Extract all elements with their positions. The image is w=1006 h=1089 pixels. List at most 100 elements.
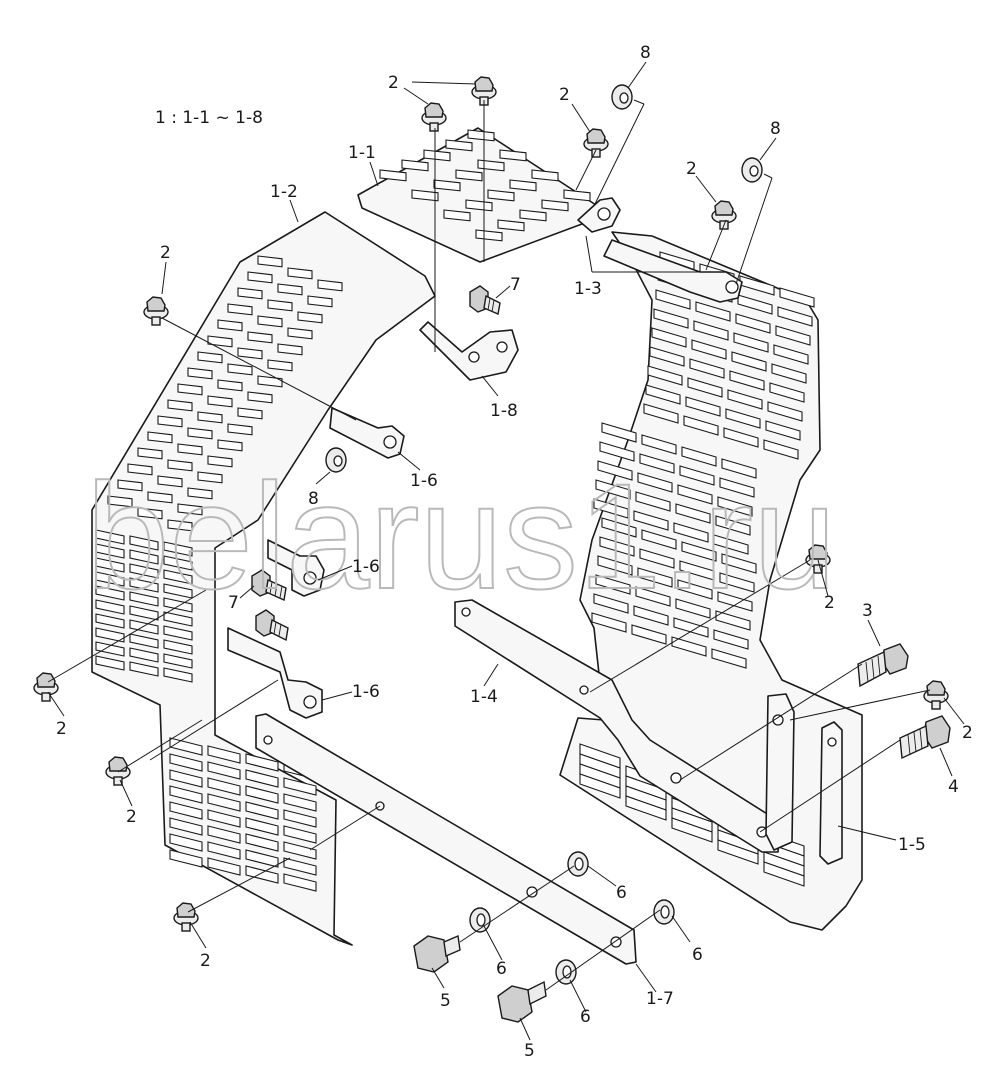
vent-slot	[695, 301, 731, 322]
vent-slot	[655, 289, 691, 310]
vent-slot	[237, 287, 263, 300]
hinge-1-6-upper	[329, 407, 405, 459]
vent-slot	[207, 793, 241, 812]
vent-slot	[601, 517, 637, 538]
washer	[653, 899, 675, 925]
vent-slot	[217, 439, 243, 452]
vent-slot	[499, 149, 527, 162]
vent-slot	[689, 358, 725, 379]
vent-slot	[277, 343, 303, 356]
vent-slot	[673, 522, 709, 543]
vent-slot	[625, 795, 667, 821]
vent-slot	[777, 306, 813, 327]
vent-slot	[771, 363, 807, 384]
vent-slot	[163, 597, 193, 613]
label-6-right: 6	[692, 945, 703, 965]
vent-slot	[593, 593, 629, 614]
vent-slot	[475, 229, 503, 242]
bracket-1-8	[419, 321, 519, 381]
vent-slot	[317, 279, 343, 292]
vent-slot	[465, 199, 493, 212]
vent-slot	[177, 503, 203, 516]
label-2-bottom-left: 2	[200, 951, 211, 971]
vent-slot	[723, 427, 759, 448]
vent-slot	[725, 408, 761, 429]
bolt-3	[857, 643, 909, 688]
vent-slot	[207, 745, 241, 764]
vent-slot	[713, 629, 749, 650]
right-grille	[579, 251, 815, 887]
vent-slot	[129, 661, 159, 677]
vent-slot	[693, 320, 729, 341]
label-7-left: 7	[228, 593, 239, 613]
vent-slot	[245, 817, 279, 836]
vent-slot	[187, 427, 213, 440]
vent-slot	[733, 332, 769, 353]
vent-slot	[487, 189, 515, 202]
vent-slot	[277, 283, 303, 296]
vent-slot	[681, 541, 717, 562]
label-1-2: 1-2	[270, 182, 298, 202]
vent-slot	[645, 384, 681, 405]
vent-slot	[735, 313, 771, 334]
vent-slot	[169, 801, 203, 820]
vent-slot	[691, 339, 727, 360]
vent-slot	[237, 347, 263, 360]
vent-slot	[245, 753, 279, 772]
vent-slot	[129, 619, 159, 635]
vent-slot	[635, 491, 671, 512]
vent-slot	[287, 267, 313, 280]
vent-slot	[467, 129, 495, 142]
vent-slot	[675, 503, 711, 524]
vent-slot	[157, 415, 183, 428]
label-2-far-right: 2	[962, 723, 973, 743]
vent-slot	[307, 295, 333, 308]
vent-slot	[719, 477, 755, 498]
vent-slot	[641, 434, 677, 455]
vent-slot	[197, 351, 223, 364]
vent-slot	[187, 367, 213, 380]
vent-slot	[169, 849, 203, 868]
vent-slot	[715, 610, 751, 631]
vent-slot	[595, 574, 631, 595]
label-4: 4	[948, 777, 959, 797]
label-1-4: 1-4	[470, 687, 498, 707]
bolt-5-lower	[497, 980, 547, 1023]
vent-slot	[129, 563, 159, 579]
flange-bolt	[583, 128, 609, 158]
vent-slot	[129, 549, 159, 565]
vent-slot	[163, 667, 193, 683]
flange-bolt	[421, 102, 447, 132]
vent-slot	[129, 647, 159, 663]
vent-slot	[599, 536, 635, 557]
vent-slot	[95, 613, 125, 629]
label-6-right-upper: 6	[616, 883, 627, 903]
flange-bolt	[105, 756, 131, 786]
vent-slot	[283, 809, 317, 828]
vent-slot	[633, 510, 669, 531]
vent-slot	[207, 455, 233, 468]
label-2-right: 2	[686, 159, 697, 179]
vent-slot	[283, 777, 317, 796]
vent-slot	[95, 543, 125, 559]
vent-slot	[117, 479, 143, 492]
vent-slot	[237, 407, 263, 420]
vent-slot	[721, 458, 757, 479]
washer	[567, 851, 589, 877]
vent-slot	[717, 839, 759, 865]
vent-slot	[163, 569, 193, 585]
vent-slot	[563, 189, 591, 202]
vent-slot	[579, 773, 621, 799]
label-2-upper-right: 2	[559, 85, 570, 105]
vent-slot	[677, 484, 713, 505]
vent-slot	[643, 403, 679, 424]
label-8-right: 8	[770, 119, 781, 139]
vent-slot	[147, 491, 173, 504]
label-1-6-middle: 1-6	[352, 557, 380, 577]
vent-slot	[207, 825, 241, 844]
vent-slot	[217, 319, 243, 332]
label-1-1: 1-1	[348, 143, 376, 163]
vent-slot	[163, 625, 193, 641]
